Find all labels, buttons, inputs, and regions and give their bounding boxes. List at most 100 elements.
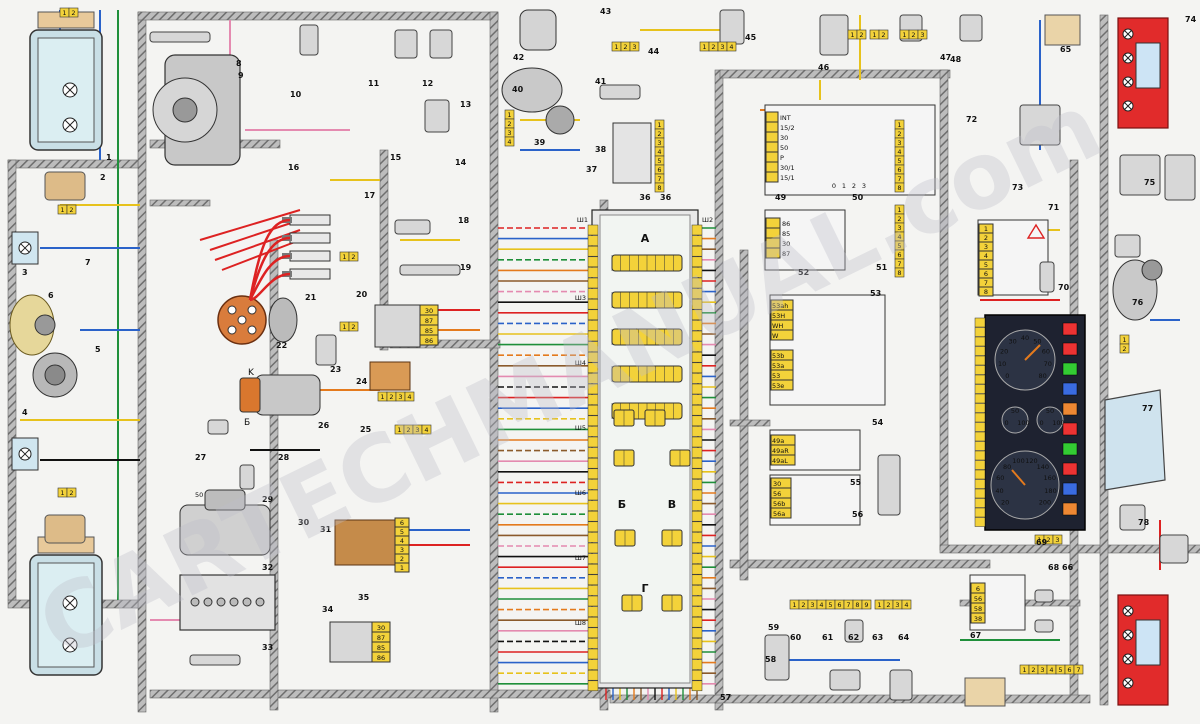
spark-plug-body <box>289 214 331 226</box>
interior-lamp-rear <box>964 677 1006 707</box>
fuse-block-pin <box>691 510 703 522</box>
component-part <box>599 84 641 100</box>
light-switch-pin-label: 30 <box>773 480 781 488</box>
switch-38 <box>612 122 652 184</box>
callout-64: 64 <box>898 633 910 642</box>
component-part <box>299 24 319 56</box>
callout-28: 28 <box>278 453 290 462</box>
fuse-block-pin <box>691 457 703 469</box>
callout-18: 18 <box>458 216 470 225</box>
fuse-block-pin <box>587 298 599 310</box>
fuse-block-pin <box>691 595 703 607</box>
component-part <box>719 9 745 45</box>
fuse-block-pin <box>691 606 703 617</box>
fuse-block-pin <box>691 320 703 331</box>
headlamp <box>29 11 103 151</box>
connector-pin-label: 3 <box>507 129 511 137</box>
connector-pin-label: 3 <box>415 426 419 434</box>
cluster-pin <box>974 517 986 527</box>
tachometer-tick-label: 0 <box>1005 372 1009 380</box>
component-part <box>1119 504 1146 531</box>
tachometer-tick-label: 10 <box>998 360 1006 368</box>
fuse-block-pin <box>587 532 599 543</box>
speedometer-tick-label: 120 <box>1025 457 1037 465</box>
lamp-cross <box>20 449 30 459</box>
fuse-block-pin <box>587 585 599 596</box>
fuse-block-pin <box>587 659 599 670</box>
connector-pin-label: 2 <box>69 489 73 497</box>
fuse-block-pin <box>691 426 703 437</box>
cluster-pin <box>974 393 986 404</box>
component-part <box>959 14 983 42</box>
component-part <box>1119 154 1161 196</box>
tachometer-tick-label: 20 <box>1000 347 1008 355</box>
interior-lamp <box>1044 14 1081 46</box>
callout-51: 51 <box>876 263 888 272</box>
harness-bundle <box>739 249 749 581</box>
module-24 <box>369 361 411 391</box>
callout-76: 76 <box>1132 298 1144 307</box>
relay-body <box>329 621 373 663</box>
module-pin-label: 5 <box>400 528 404 536</box>
fuse-block-pin <box>587 351 599 363</box>
wiper-gearbox <box>545 105 575 135</box>
lamp-cross <box>1124 78 1132 86</box>
cluster-pin <box>974 346 986 356</box>
relay-pin-label: 85 <box>782 230 790 238</box>
connector-pin-label: 1 <box>1037 536 1041 544</box>
connector-pin-label: 3 <box>920 31 924 39</box>
bulb-icon <box>1122 100 1134 112</box>
ignition-pin-label: 50 <box>780 144 788 152</box>
cluster-pin <box>974 450 986 461</box>
connector-pin-label: 3 <box>810 601 814 609</box>
callout-10: 10 <box>290 90 302 99</box>
switch-68-pin-label: 38 <box>974 615 982 623</box>
distributor <box>217 295 298 345</box>
cluster-pin <box>974 384 986 394</box>
connector-pin-label: 1 <box>1122 336 1126 344</box>
hazard-pin-label: 1 <box>984 225 988 233</box>
relay-pin-label: 30 <box>782 240 790 248</box>
spark-plug-body <box>289 250 331 262</box>
speedometer-tick-label: 60 <box>996 474 1004 482</box>
connector-pin-label: 2 <box>389 393 393 401</box>
cluster-pin <box>974 412 986 423</box>
connector-pin-label: 7 <box>846 601 850 609</box>
callout-53: 53 <box>870 289 881 298</box>
connector-pin-label: 5 <box>897 242 901 250</box>
fuse-block-pin <box>587 362 599 374</box>
fuse-block-number: 36 <box>639 193 651 202</box>
hazard-pin-label: 3 <box>984 243 988 251</box>
aux-gauge-tick-label: 100 <box>1052 419 1064 427</box>
callout-66: 66 <box>1062 563 1074 572</box>
connector-pin-label: 2 <box>623 43 627 51</box>
component-part <box>1039 261 1055 293</box>
rear-window-heater <box>1104 389 1166 491</box>
callout-52: 52 <box>798 268 809 277</box>
lamp-cross <box>1124 655 1132 663</box>
fuse-block-pin <box>691 298 703 310</box>
bulb-icon <box>1122 653 1134 665</box>
fuse-block-pin <box>587 277 599 289</box>
connector-pin-label: 6 <box>1067 666 1071 674</box>
connector-pin-label: 5 <box>897 157 901 165</box>
hazard-pin-label: 4 <box>984 252 988 260</box>
callout-2: 2 <box>100 173 106 182</box>
speedometer-tick-label: 20 <box>1001 499 1009 507</box>
wiper-switch-pin-label: 53b <box>772 352 784 360</box>
callout-23: 23 <box>330 365 341 374</box>
connector-pin-label: 1 <box>657 121 661 129</box>
callout-34: 34 <box>322 605 334 614</box>
fuse-block-left-header: Ш1 <box>577 216 588 224</box>
connector-pin-label: 8 <box>897 184 901 192</box>
